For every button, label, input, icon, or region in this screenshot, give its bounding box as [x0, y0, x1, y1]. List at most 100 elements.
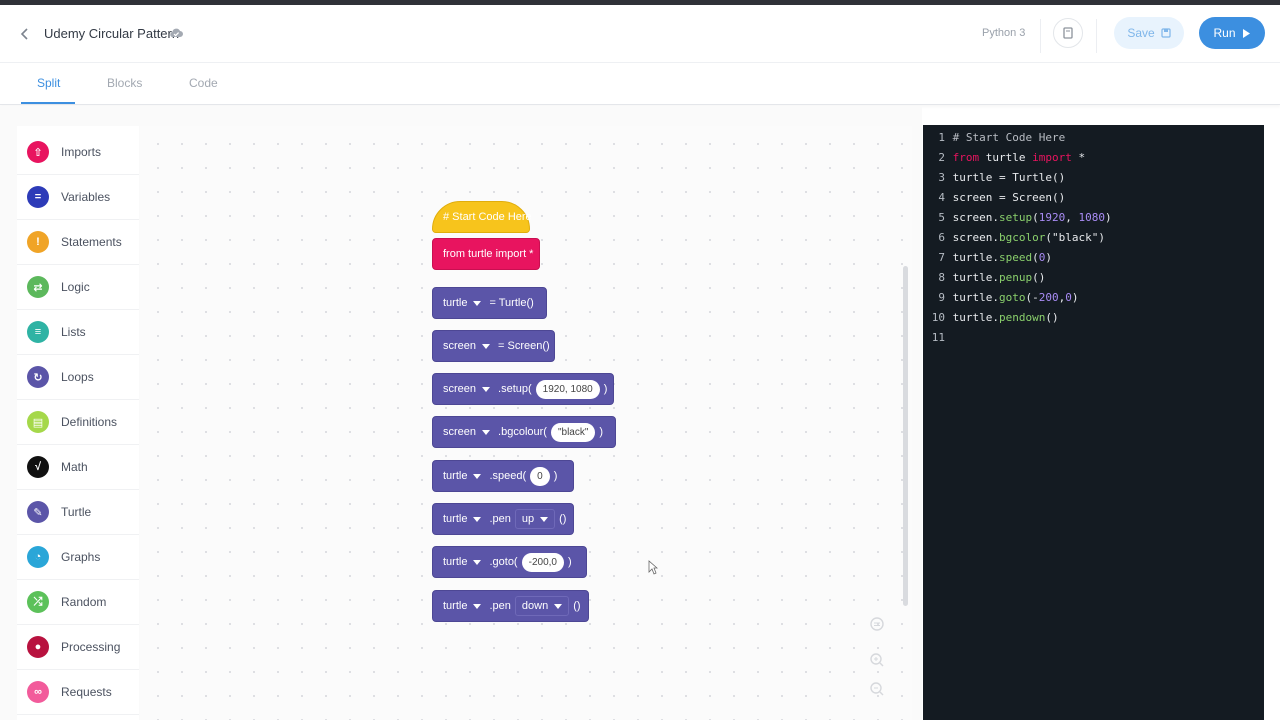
tab-blocks[interactable]: Blocks — [107, 76, 143, 90]
import-block[interactable]: from turtle import * — [432, 238, 540, 270]
sidebar-item-statements[interactable]: ! Statements — [17, 220, 139, 265]
pen-icon: ✎ — [27, 501, 49, 523]
close-paren: () — [559, 513, 567, 525]
sidebar-item-turtle[interactable]: ✎ Turtle — [17, 490, 139, 535]
view-tabs: Split Blocks Code — [0, 63, 1280, 105]
method-label: .goto( — [489, 556, 518, 568]
book-icon — [1063, 27, 1073, 39]
constructor-label: = Turtle() — [489, 297, 534, 309]
screen-setup-block[interactable]: screen .setup( 1920, 1080 ) — [432, 373, 614, 405]
close-paren: ) — [567, 556, 572, 568]
method-label: .bgcolour( — [498, 426, 547, 438]
bgcolour-arg-input[interactable]: "black" — [550, 422, 596, 442]
sidebar-item-graphs[interactable]: ◔ Graphs — [17, 535, 139, 580]
sidebar-item-label: Loops — [61, 370, 94, 384]
sidebar-item-random[interactable]: ⤮ Random — [17, 580, 139, 625]
zoom-out-icon[interactable] — [870, 682, 884, 696]
variable-dropdown[interactable]: screen — [443, 426, 491, 438]
save-button[interactable]: Save — [1114, 17, 1184, 49]
code-line: 2 from turtle import * — [938, 151, 1086, 164]
sidebar-item-label: Random — [61, 595, 107, 609]
screen-assign-block[interactable]: screen = Screen() — [432, 330, 555, 362]
processing-icon: ● — [27, 636, 49, 658]
shuffle-icon: ⤮ — [27, 591, 49, 613]
code-line: 3 turtle = Turtle() — [938, 171, 1066, 184]
close-paren: ) — [599, 426, 604, 438]
sidebar-item-math[interactable]: √ Math — [17, 445, 139, 490]
equals-icon: = — [27, 186, 49, 208]
variable-dropdown[interactable]: turtle — [443, 297, 482, 309]
sidebar-item-label: Logic — [61, 280, 90, 294]
recenter-icon[interactable] — [870, 617, 884, 631]
pen-state-dropdown[interactable]: down — [514, 596, 570, 616]
setup-args-input[interactable]: 1920, 1080 — [535, 379, 600, 399]
language-label: Python 3 — [982, 27, 1026, 39]
goto-args-input[interactable]: -200,0 — [521, 552, 564, 572]
active-tab-indicator — [21, 102, 75, 104]
import-label: from turtle import * — [443, 248, 534, 260]
close-paren: ) — [553, 470, 558, 482]
sidebar-item-requests[interactable]: ∞ Requests — [17, 670, 139, 715]
list-icon: ≡ — [27, 321, 49, 343]
start-code-label: # Start Code Here — [443, 211, 532, 223]
sidebar-item-imports[interactable]: ⇧ Imports — [17, 130, 139, 175]
zoom-in-icon[interactable] — [870, 653, 884, 667]
pie-icon: ◔ — [27, 546, 49, 568]
method-label: .pen — [489, 513, 511, 525]
project-title[interactable]: Udemy Circular Pattern — [44, 26, 180, 41]
code-line: 6 screen.bgcolor("black") — [938, 231, 1105, 244]
variable-dropdown[interactable]: turtle — [443, 470, 482, 482]
method-label: .speed( — [489, 470, 527, 482]
canvas-scrollbar[interactable] — [903, 266, 908, 606]
code-line: 5 screen.setup(1920, 1080) — [938, 211, 1112, 224]
sidebar-item-definitions[interactable]: ▤ Definitions — [17, 400, 139, 445]
sqrt-icon: √ — [27, 456, 49, 478]
variable-dropdown[interactable]: turtle — [443, 556, 482, 568]
swap-icon: ⇄ — [27, 276, 49, 298]
sidebar-item-loops[interactable]: ↻ Loops — [17, 355, 139, 400]
sidebar-item-processing[interactable]: ● Processing — [17, 625, 139, 670]
docs-button[interactable] — [1053, 18, 1083, 48]
variable-dropdown[interactable]: screen — [443, 340, 491, 352]
header: Udemy Circular Pattern Python 3 Save Run — [0, 5, 1280, 63]
close-paren: ) — [603, 383, 608, 395]
speed-arg-input[interactable]: 0 — [530, 466, 550, 486]
code-line: 4 screen = Screen() — [938, 191, 1066, 204]
pen-state-dropdown[interactable]: up — [514, 509, 556, 529]
definition-icon: ▤ — [27, 411, 49, 433]
code-line: 7 turtle.speed(0) — [938, 251, 1052, 264]
variable-dropdown[interactable]: turtle — [443, 600, 482, 612]
block-category-sidebar: ⇧ Imports = Variables ! Statements ⇄ Log… — [17, 126, 139, 720]
exclamation-icon: ! — [27, 231, 49, 253]
turtle-speed-block[interactable]: turtle .speed( 0 ) — [432, 460, 574, 492]
turtle-assign-block[interactable]: turtle = Turtle() — [432, 287, 547, 319]
turtle-pendown-block[interactable]: turtle .pen down () — [432, 590, 589, 622]
sidebar-item-lists[interactable]: ≡ Lists — [17, 310, 139, 355]
start-code-block[interactable]: # Start Code Here — [432, 201, 532, 233]
cloud-icon — [170, 28, 183, 37]
mouse-cursor-icon — [648, 560, 658, 575]
code-line: 9 turtle.goto(-200,0) — [938, 291, 1079, 304]
tab-code[interactable]: Code — [189, 76, 218, 90]
tab-split[interactable]: Split — [37, 76, 61, 90]
turtle-penup-block[interactable]: turtle .pen up () — [432, 503, 574, 535]
run-button[interactable]: Run — [1199, 17, 1265, 49]
method-label: .setup( — [498, 383, 532, 395]
back-icon[interactable] — [18, 25, 32, 43]
save-icon — [1161, 28, 1171, 38]
variable-dropdown[interactable]: turtle — [443, 513, 482, 525]
divider — [1040, 19, 1041, 53]
sidebar-item-variables[interactable]: = Variables — [17, 175, 139, 220]
variable-dropdown[interactable]: screen — [443, 383, 491, 395]
loop-icon: ↻ — [27, 366, 49, 388]
screen-bgcolour-block[interactable]: screen .bgcolour( "black" ) — [432, 416, 616, 448]
sidebar-item-label: Definitions — [61, 415, 118, 429]
code-editor[interactable]: 1 # Start Code Here 2 from turtle import… — [923, 125, 1264, 720]
turtle-goto-block[interactable]: turtle .goto( -200,0 ) — [432, 546, 587, 578]
code-line: 11 — [931, 331, 945, 344]
sidebar-item-label: Imports — [61, 145, 102, 159]
sidebar-item-logic[interactable]: ⇄ Logic — [17, 265, 139, 310]
sidebar-item-label: Math — [61, 460, 88, 474]
sidebar-item-label: Turtle — [61, 505, 92, 519]
sidebar-item-label: Requests — [61, 685, 112, 699]
